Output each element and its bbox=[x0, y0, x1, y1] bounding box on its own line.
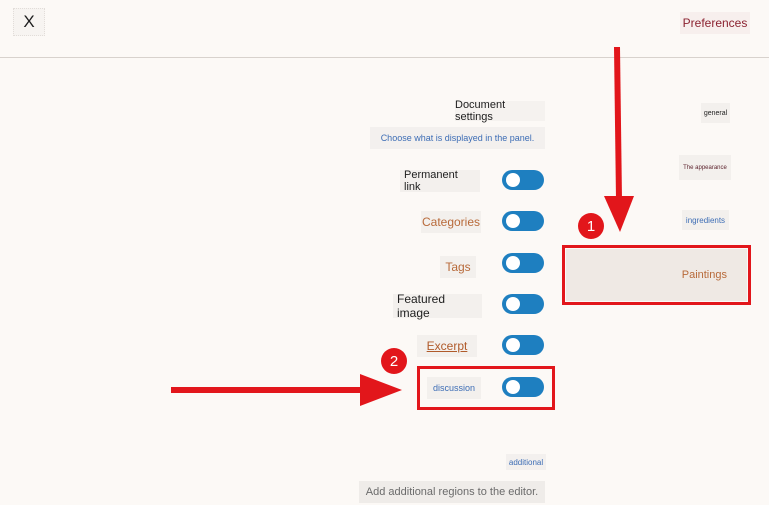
toggle-tags[interactable] bbox=[502, 253, 544, 273]
toggle-excerpt[interactable] bbox=[502, 335, 544, 355]
nav-item-paintings[interactable]: Paintings bbox=[566, 249, 747, 301]
option-label-tags: Tags bbox=[440, 256, 476, 278]
annotation-badge-1: 1 bbox=[578, 213, 604, 239]
section-description-additional: Add additional regions to the editor. bbox=[359, 481, 545, 503]
option-label-permanent-link: Permanent link bbox=[400, 169, 480, 193]
section-description-panel: Choose what is displayed in the panel. bbox=[370, 127, 545, 149]
toggle-knob bbox=[506, 173, 520, 187]
header-divider bbox=[0, 57, 769, 58]
annotation-badge-2: 2 bbox=[381, 348, 407, 374]
option-label-featured-image: Featured image bbox=[393, 292, 482, 320]
toggle-knob bbox=[506, 214, 520, 228]
toggle-knob bbox=[506, 297, 520, 311]
toggle-categories[interactable] bbox=[502, 211, 544, 231]
annotation-highlight-discussion bbox=[417, 366, 555, 410]
section-heading-additional: additional bbox=[506, 454, 546, 470]
toggle-discussion[interactable] bbox=[502, 377, 544, 397]
toggle-permanent-link[interactable] bbox=[502, 170, 544, 190]
annotation-highlight-paintings bbox=[562, 245, 751, 305]
close-button[interactable]: X bbox=[13, 8, 45, 36]
nav-item-general[interactable]: general bbox=[701, 103, 730, 123]
close-icon: X bbox=[23, 12, 35, 31]
option-label-discussion: discussion bbox=[427, 377, 481, 399]
nav-item-ingredients[interactable]: ingredients bbox=[682, 210, 729, 230]
toggle-featured-image[interactable] bbox=[502, 294, 544, 314]
modal-title: Preferences bbox=[680, 12, 750, 34]
toggle-knob bbox=[506, 256, 520, 270]
toggle-knob bbox=[506, 380, 520, 394]
option-label-categories: Categories bbox=[421, 211, 481, 233]
section-heading-panel: Document settings bbox=[455, 99, 545, 123]
arrow-down-annotation bbox=[604, 46, 634, 232]
nav-item-appearance[interactable]: The appearance bbox=[679, 155, 731, 180]
toggle-knob bbox=[506, 338, 520, 352]
option-label-excerpt: Excerpt bbox=[417, 335, 477, 357]
arrow-right-annotation bbox=[171, 374, 402, 406]
